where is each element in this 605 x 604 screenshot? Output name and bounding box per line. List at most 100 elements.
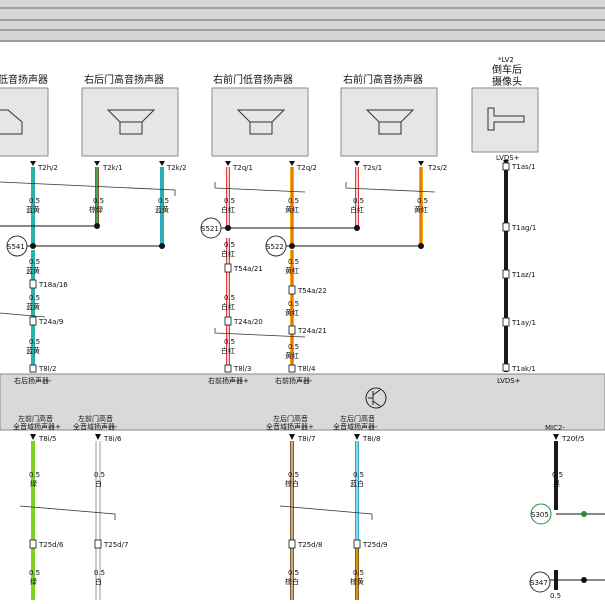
twist-lines xyxy=(0,181,436,196)
pin-label: T2h/2 xyxy=(37,164,58,172)
svg-text:0.5: 0.5 xyxy=(29,294,40,302)
svg-text:黄红: 黄红 xyxy=(285,266,299,275)
pin-label: T2q/1 xyxy=(232,164,253,172)
svg-text:左后门高音: 左后门高音 xyxy=(273,414,308,423)
speaker-title-4: 右前门高音扬声器 xyxy=(343,73,423,86)
bottom-wire-labels: 0.5 绿 0.5 白 0.5 棕白 0.5 蓝白 T25d/6 T25d/7 … xyxy=(29,471,563,600)
wire-color: 蓝黄 xyxy=(26,205,40,214)
svg-text:左后门高音: 左后门高音 xyxy=(340,414,375,423)
module-band xyxy=(0,373,605,431)
svg-text:全音域扬声器+: 全音域扬声器+ xyxy=(13,422,61,431)
svg-text:绿: 绿 xyxy=(30,479,37,488)
svg-text:S521: S521 xyxy=(201,225,219,233)
speaker-box-1 xyxy=(0,87,49,157)
wire-color: 白红 xyxy=(350,205,364,214)
svg-text:全音域扬声器+: 全音域扬声器+ xyxy=(266,422,314,431)
speaker-icon xyxy=(106,109,156,135)
svg-text:蓝黄: 蓝黄 xyxy=(26,302,40,311)
camera-chain-labels: T1as/1 T1ag/1 T1az/1 T1ay/1 T1ak/1 xyxy=(511,163,536,373)
connector-blocks xyxy=(29,263,296,373)
svg-text:T25d/8: T25d/8 xyxy=(297,541,322,549)
svg-text:0.5: 0.5 xyxy=(353,569,364,577)
speaker-box-3 xyxy=(211,87,309,157)
svg-text:黑: 黑 xyxy=(553,480,560,488)
lower-mid-b-labels: 0.5 黄红 T54a/22 0.5 黄红 T24a/21 0.5 黄红 T8l… xyxy=(285,258,327,373)
speaker-title-2: 右后门高音扬声器 xyxy=(84,73,164,86)
bottom-connectors xyxy=(29,539,361,549)
pin-label: T2s/1 xyxy=(362,164,382,172)
svg-text:蓝白: 蓝白 xyxy=(350,479,364,488)
svg-text:0.5: 0.5 xyxy=(29,471,40,479)
camera-title-2: 摄像头 xyxy=(492,75,522,88)
svg-text:MIC2-: MIC2- xyxy=(545,424,565,432)
pin-label: T2k/2 xyxy=(166,164,187,172)
svg-text:棕白: 棕白 xyxy=(285,479,299,488)
transistor-icon xyxy=(365,387,387,409)
svg-text:T54a/21: T54a/21 xyxy=(233,265,263,273)
svg-text:T1ay/1: T1ay/1 xyxy=(511,319,536,327)
wire-color: 白红 xyxy=(221,205,235,214)
svg-text:0.5: 0.5 xyxy=(224,241,235,249)
bottom-output-labels: 左前门高音 全音域扬声器+ 左前门高音 全音域扬声器- 左后门高音 全音域扬声器… xyxy=(13,414,378,431)
svg-text:T8i/6: T8i/6 xyxy=(103,435,122,443)
camera-title-1: 倒车后 xyxy=(492,63,522,76)
wire-color: 黄红 xyxy=(414,205,428,214)
svg-text:棕黄: 棕黄 xyxy=(350,577,364,586)
svg-text:棕白: 棕白 xyxy=(285,577,299,586)
svg-text:蓝黄: 蓝黄 xyxy=(26,266,40,275)
svg-text:0.5: 0.5 xyxy=(29,569,40,577)
svg-text:T8l/4: T8l/4 xyxy=(297,365,316,373)
pin-label: T2s/2 xyxy=(427,164,447,172)
lower-twist-lines xyxy=(0,312,306,338)
splice-lines xyxy=(0,225,421,247)
splice-dots xyxy=(30,223,424,249)
splice-S347: S347 xyxy=(529,570,605,593)
svg-text:右前扬声器-: 右前扬声器- xyxy=(275,376,313,385)
speaker-box-2 xyxy=(81,87,179,157)
lower-mid-a-labels: 0.5 白红 T54a/21 0.5 白红 T24a/20 0.5 白红 T8l… xyxy=(221,241,263,373)
speaker-title-3: 右前门低音扬声器 xyxy=(213,73,293,86)
svg-text:0.5: 0.5 xyxy=(353,471,364,479)
svg-text:T1az/1: T1az/1 xyxy=(511,271,536,279)
svg-text:全音域扬声器-: 全音域扬声器- xyxy=(73,422,118,431)
svg-text:0.5: 0.5 xyxy=(29,258,40,266)
svg-text:全音域扬声器-: 全音域扬声器- xyxy=(333,422,378,431)
svg-text:LVDS+: LVDS+ xyxy=(497,377,521,385)
svg-text:左前门高音: 左前门高音 xyxy=(78,414,113,423)
svg-text:T25d/7: T25d/7 xyxy=(103,541,128,549)
svg-text:白红: 白红 xyxy=(221,302,235,311)
camera-connectors xyxy=(502,162,510,372)
svg-text:白红: 白红 xyxy=(221,249,235,258)
svg-text:T8i/8: T8i/8 xyxy=(362,435,381,443)
splice-S305: S305 xyxy=(530,503,605,525)
speaker-icon xyxy=(0,109,23,135)
svg-text:T24a/21: T24a/21 xyxy=(297,327,327,335)
svg-text:T20f/5: T20f/5 xyxy=(561,435,584,443)
wire-color: 蓝黄 xyxy=(155,205,169,214)
svg-text:0.5: 0.5 xyxy=(288,258,299,266)
bottom-pin-labels: T8i/5 T8i/6 T8i/7 T8i/8 T20f/5 MIC2- xyxy=(38,424,584,443)
wire-size: 0.5 xyxy=(288,197,299,205)
wire-size: 0.5 xyxy=(29,197,40,205)
svg-text:右后扬声器-: 右后扬声器- xyxy=(14,376,52,385)
svg-text:左前门高音: 左前门高音 xyxy=(18,414,53,423)
svg-text:T1as/1: T1as/1 xyxy=(511,163,535,171)
svg-text:T8l/3: T8l/3 xyxy=(233,365,252,373)
top-pins: T2h/2 T2k/1 T2k/2 T2q/1 T2q/2 T2s/1 T2s/… xyxy=(37,154,520,172)
wire-size: 0.5 xyxy=(417,197,428,205)
svg-text:S541: S541 xyxy=(7,243,25,251)
wire-size: 0.5 xyxy=(93,197,104,205)
svg-text:白: 白 xyxy=(95,577,102,586)
svg-text:0.5: 0.5 xyxy=(288,569,299,577)
splice-S522: S522 xyxy=(265,235,287,257)
svg-text:白: 白 xyxy=(95,479,102,488)
pin-label: T2k/1 xyxy=(102,164,123,172)
svg-text:0.5: 0.5 xyxy=(288,343,299,351)
svg-text:T25d/9: T25d/9 xyxy=(362,541,387,549)
svg-text:0.5: 0.5 xyxy=(29,338,40,346)
svg-text:T54a/22: T54a/22 xyxy=(297,287,327,295)
svg-text:绿: 绿 xyxy=(30,577,37,586)
lower-left-labels: 0.5 蓝黄 T18a/16 0.5 蓝黄 T24a/9 0.5 蓝黄 T8l/… xyxy=(26,258,68,373)
